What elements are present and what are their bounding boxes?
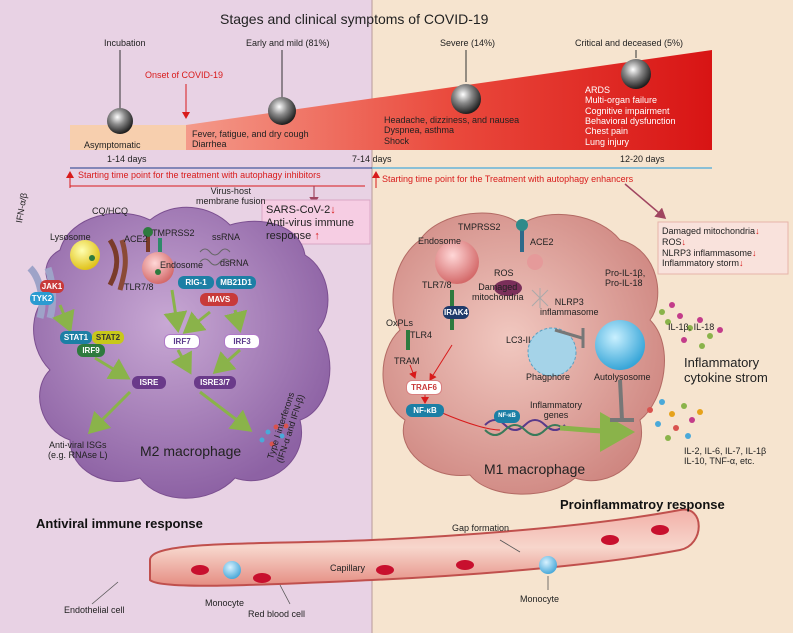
- monocyte-right: [539, 556, 557, 574]
- isre-label: ISRE: [132, 376, 166, 389]
- il1b-il18-label: IL-1β, IL-18: [668, 322, 715, 332]
- antiviral-response-label: Antiviral immune response: [36, 516, 203, 531]
- dsrna-label: dsRNA: [220, 258, 249, 268]
- timeline-12-20: 12-20 days: [620, 154, 665, 164]
- m2-macrophage-label: M2 macrophage: [140, 443, 242, 459]
- phagophore: [527, 327, 577, 377]
- rig1-label: RIG-1: [178, 276, 214, 289]
- onset-label: Onset of COVID-19: [145, 70, 224, 80]
- membrane-fusion-label: Virus-host membrane fusion: [196, 186, 266, 207]
- pro-il-label: Pro-IL-1β, Pro-IL-18: [605, 268, 646, 289]
- stage-critical: Critical and deceased (5%): [575, 38, 684, 48]
- irf3-label: IRF3: [224, 334, 260, 349]
- tyk2-label: TYK2: [30, 292, 54, 305]
- right-effect-box: [657, 221, 789, 275]
- left-tmprss2-label: TMPRSS2: [152, 228, 195, 238]
- severity-wedge: [186, 50, 712, 150]
- nfkb-small-label: NF-κB: [494, 410, 520, 423]
- inhibitor-start-label: Starting time point for the treatment wi…: [78, 170, 321, 180]
- endothelial-cell-label: Endothelial cell: [64, 605, 125, 615]
- stage-incubation: Incubation: [104, 38, 146, 48]
- red-blood-cells: [191, 525, 669, 583]
- monocyte-left: [223, 561, 241, 579]
- damaged-mitochondria-label: Damaged mitochondria: [472, 282, 524, 303]
- gap-formation-label: Gap formation: [452, 523, 510, 533]
- cytokine-dots-lower: [647, 399, 703, 441]
- antiviral-isgs-label: Anti-viral ISGs (e.g. RNAse L): [48, 440, 108, 461]
- left-ace2-label: ACE2: [124, 234, 148, 244]
- capillary-label: Capillary: [330, 563, 366, 573]
- monocyte-right-label: Monocyte: [520, 594, 560, 604]
- right-endosome-label: Endosome: [418, 236, 462, 246]
- stat2-label: STAT2: [92, 331, 124, 344]
- left-endosome-label: Endosome: [160, 260, 204, 270]
- tlr4-label: TLR4: [410, 330, 433, 340]
- cq-hcq-label: CQ/HCQ: [92, 206, 128, 216]
- cytokine-list-label: IL-2, IL-6, IL-7, IL-1β IL-10, TNF-α, et…: [684, 446, 767, 467]
- left-endosome: [142, 252, 174, 284]
- left-effect-text: SARS-CoV-2↓ Anti-virus immune response ↑: [266, 204, 355, 243]
- right-tlr78-label: TLR7/8: [422, 280, 452, 290]
- cytokine-storm-label: Inflammatory cytokine strom: [684, 355, 768, 385]
- mb21d1-label: MB21D1: [216, 276, 256, 289]
- enhancer-start-label: Starting time point for the Treatment wi…: [382, 174, 634, 184]
- irf7-label: IRF7: [164, 334, 200, 349]
- severe-marker: [451, 84, 481, 114]
- figure-title: Stages and clinical symptoms of COVID-19: [220, 11, 489, 27]
- right-effect-text: Damaged mitochondria↓ ROS↓ NLRP3 inflamm…: [662, 226, 760, 269]
- oxpls-label: OxPLs: [386, 318, 414, 328]
- tram-label: TRAM: [394, 356, 420, 366]
- right-ace2-label: ACE2: [530, 237, 554, 247]
- nfkb-label: NF-κB: [406, 404, 444, 417]
- critical-marker: [621, 59, 651, 89]
- isre37-label: ISRE3/7: [194, 376, 236, 389]
- left-tlr78-label: TLR7/8: [124, 282, 154, 292]
- phagophore-label: Phagphore: [526, 372, 571, 382]
- autolysosome: [595, 320, 645, 370]
- lysosome: [70, 240, 100, 270]
- nlrp3-inflammasome-label: NLRP3 inflammasome: [540, 297, 599, 318]
- timeline-7-14: 7-14 days: [352, 154, 392, 164]
- monocyte-left-label: Monocyte: [205, 598, 245, 608]
- lysosome-label: Lysosome: [50, 232, 91, 242]
- jak1-label: JAK1: [40, 280, 64, 293]
- ros-label: ROS: [494, 268, 514, 278]
- stat1-label: STAT1: [60, 331, 92, 344]
- autolysosome-label: Autolysosome: [594, 372, 651, 382]
- asymptomatic-label: Asymptomatic: [84, 140, 141, 150]
- stage-early: Early and mild (81%): [246, 38, 330, 48]
- stage-severe: Severe (14%): [440, 38, 496, 48]
- traf6-label: TRAF6: [406, 380, 442, 395]
- inflammatory-genes-label: Inflammatory genes: [530, 400, 583, 421]
- irak4-label: IRAK4: [443, 306, 469, 319]
- early-symptoms: Fever, fatigue, and dry cough Diarrhea: [192, 129, 309, 150]
- timeline-1-14: 1-14 days: [107, 154, 147, 164]
- early-marker: [268, 97, 296, 125]
- interferon-dots: [259, 423, 289, 447]
- cytokine-dots-upper: [659, 302, 723, 349]
- irf9-label: IRF9: [77, 344, 105, 357]
- incubation-marker: [107, 108, 133, 134]
- capillary-vessel: [149, 508, 700, 587]
- right-endosome: [435, 240, 479, 284]
- right-tmprss2-label: TMPRSS2: [458, 222, 501, 232]
- lc3-ii-label: LC3-II: [506, 335, 531, 345]
- red-blood-cell-label: Red blood cell: [248, 609, 306, 619]
- ssrna-label: ssRNA: [212, 232, 241, 242]
- critical-symptoms: ARDS Multi-organ failure Cognitive impai…: [585, 85, 676, 147]
- proinflammatory-response-label: Proinflammatroy response: [560, 497, 725, 512]
- severe-symptoms: Headache, dizziness, and nausea Dyspnea,…: [384, 115, 520, 146]
- mavs-label: MAVS: [200, 293, 238, 306]
- m1-macrophage-label: M1 macrophage: [484, 461, 586, 477]
